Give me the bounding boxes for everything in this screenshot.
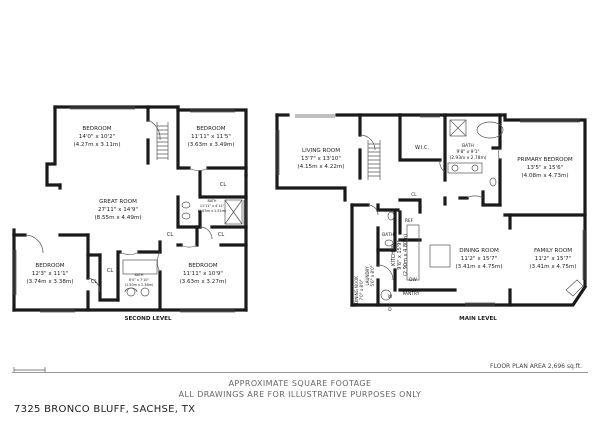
room-dims: 27'11" x 14'9" <box>98 207 138 213</box>
room-dims-metric: (4.27m x 3.11m) <box>73 142 120 148</box>
pantry-label: PANTRY <box>403 291 420 297</box>
washer-label: W <box>388 294 393 300</box>
room-name: BEDROOM <box>82 126 111 132</box>
laundry-dims: 5'6" x 8'0" <box>370 265 375 286</box>
closet-label: CL <box>218 232 224 238</box>
second-level-stairs <box>156 122 169 160</box>
room-name: BATH <box>134 273 143 277</box>
room-name: BATH <box>462 143 474 149</box>
dw-label: DW <box>409 277 417 283</box>
closet-label: CL <box>411 192 417 198</box>
floor-plan-area: FLOOR PLAN AREA 2,696 sq.ft. <box>490 363 582 370</box>
footer-divider <box>12 372 588 373</box>
room-dims-metric: (3.63m x 3.49m) <box>187 142 234 148</box>
room-dims: 14'0" x 10'2" <box>79 134 116 140</box>
room-dims: 13'7" x 13'10" <box>301 156 341 162</box>
kitchen-dims: 9'6" x 15'9" <box>397 240 403 269</box>
room-name: PRIMARY BEDROOM <box>517 157 573 163</box>
room-dims: 11'11" x 10'9" <box>183 271 223 277</box>
wic-label: W.I.C. <box>415 145 430 151</box>
room-dims-metric: (1.50m x 2.38m) <box>125 283 154 287</box>
room-dims-metric: (2.93m x 2.78m) <box>450 155 487 161</box>
room-labels: BEDROOM 14'0" x 10'2" (4.27m x 3.11m) BE… <box>26 126 576 322</box>
room-dims-metric: (3.63m x 3.27m) <box>179 279 226 285</box>
room-dims: 11'2" x 15'7" <box>461 256 498 262</box>
room-name: BEDROOM <box>188 263 217 269</box>
property-address: 7325 BRONCO BLUFF, SACHSE, TX <box>14 404 196 415</box>
kitchen-name: KITCHEN <box>391 244 397 266</box>
dining-nook-name: DINING NOOK <box>354 276 359 304</box>
room-name: FAMILY ROOM <box>534 248 572 254</box>
room-dims: 8'0" x 7'10" <box>129 278 149 282</box>
room-dims: 12'3" x 11'1" <box>32 271 69 277</box>
footer-line-1: APPROXIMATE SQUARE FOOTAGE <box>228 379 372 388</box>
closet-label: CL <box>220 182 226 188</box>
room-name: GREAT ROOM <box>99 199 137 205</box>
room-dims: 11'11" x 11'5" <box>191 134 231 140</box>
floor-plan-details <box>13 106 586 373</box>
room-dims-metric: (3.63m x 1.51m) <box>198 209 227 213</box>
room-dims-metric: (4.15m x 4.22m) <box>297 164 344 170</box>
room-dims-metric: (4.08m x 4.73m) <box>521 173 568 179</box>
dryer-label: D <box>388 307 392 313</box>
footer-line-2: ALL DRAWINGS ARE FOR ILLUSTRATIVE PURPOS… <box>178 390 422 399</box>
room-dims-metric: (3.74m x 3.38m) <box>26 279 73 285</box>
main-level-stairs <box>367 140 381 180</box>
room-name: LIVING ROOM <box>302 148 340 154</box>
ref-label: REF <box>405 218 414 224</box>
room-name: BEDROOM <box>35 263 64 269</box>
room-dims: 11'11" x 4'11" <box>200 204 225 208</box>
second-level-title: SECOND LEVEL <box>124 316 172 322</box>
bath-label: BATH <box>382 232 394 238</box>
dining-nook-dims: 7'0" x 8'0" <box>359 279 364 300</box>
room-name: BATH <box>207 199 216 203</box>
room-name: BEDROOM <box>196 126 225 132</box>
room-dims-metric: (3.41m x 4.75m) <box>455 264 502 270</box>
main-level-walls <box>275 113 588 307</box>
room-dims: 11'2" x 15'7" <box>535 256 572 262</box>
room-dims-metric: (8.55m x 4.49m) <box>94 215 141 221</box>
kitchen-dims-metric: (2.90m x 4.80m) <box>403 234 409 276</box>
closet-label: CL <box>167 232 173 238</box>
room-name: DINING ROOM <box>459 248 499 254</box>
closet-label: CL <box>91 279 97 285</box>
room-dims: 13'5" x 15'6" <box>527 165 564 171</box>
room-dims-metric: (3.41m x 4.75m) <box>529 264 576 270</box>
main-level-title: MAIN LEVEL <box>459 316 497 322</box>
room-dims: 9'8" x 9'1" <box>456 149 479 155</box>
closet-label: CL <box>107 268 113 274</box>
laundry-name: LAUNDRY <box>365 266 370 286</box>
